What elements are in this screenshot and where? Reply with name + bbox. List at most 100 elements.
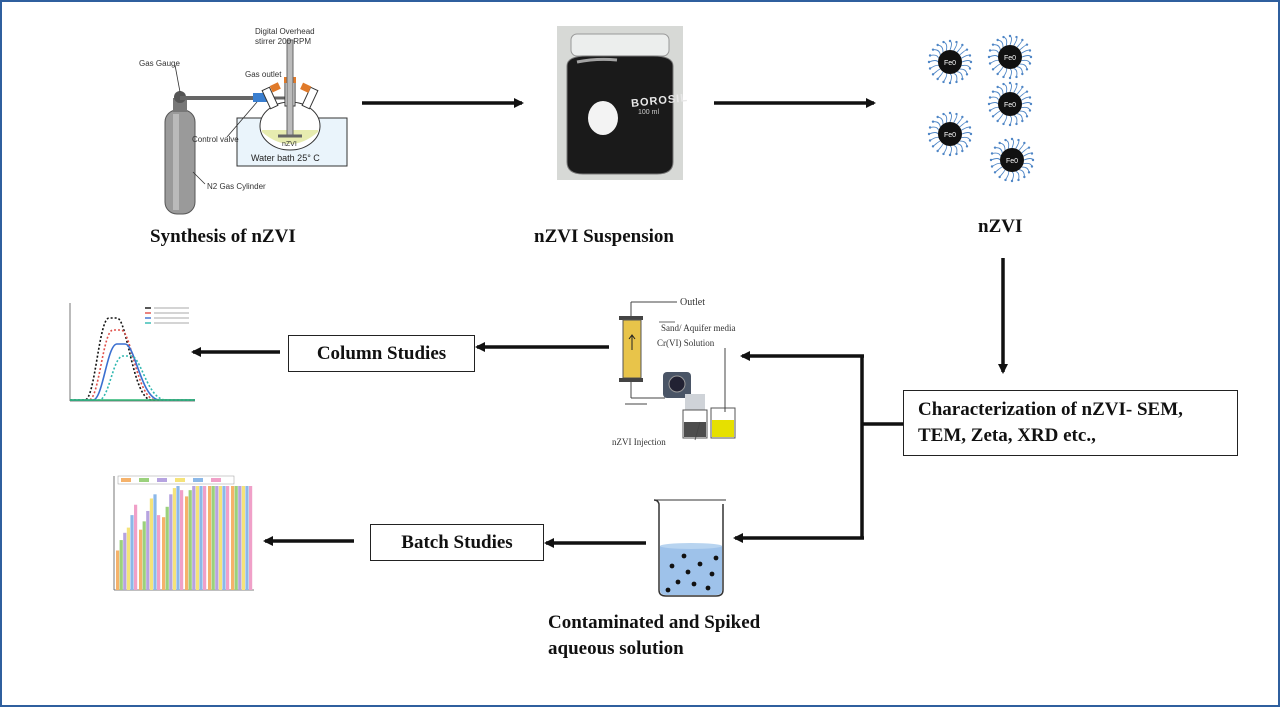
bar xyxy=(185,496,189,590)
column-studies-label: Column Studies xyxy=(316,342,447,364)
overhead-rpm-label: stirrer 200 RPM xyxy=(255,37,312,46)
column-studies-box: Column Studies xyxy=(288,335,475,372)
bar xyxy=(241,486,245,590)
contaminant-dot xyxy=(709,571,715,577)
gas-gauge-label: Gas Gauge xyxy=(139,59,180,68)
contaminant-dot xyxy=(697,561,703,567)
bar xyxy=(172,488,176,590)
nzvi-particle: Fe0 xyxy=(989,137,1035,183)
bar xyxy=(139,529,143,590)
bar xyxy=(238,486,242,590)
legend-swatch xyxy=(193,478,203,482)
control-valve xyxy=(253,93,267,102)
breakthrough-curve xyxy=(70,343,195,401)
characterization-box: Characterization of nZVI- SEM, TEM, Zeta… xyxy=(903,390,1238,456)
bar xyxy=(211,486,215,590)
bar xyxy=(165,506,169,590)
aqueous-beaker xyxy=(653,499,726,597)
breakthrough-curve xyxy=(70,355,195,401)
nzvi-particle: Fe0 xyxy=(927,111,973,157)
synthesis-labels: Gas Gauge Digital Overhead stirrer 200 R… xyxy=(135,22,375,222)
bar xyxy=(222,486,226,590)
control-valve-label: Control valve xyxy=(192,135,239,144)
synthesis-apparatus xyxy=(164,39,348,215)
particle-label: Fe0 xyxy=(944,60,956,67)
gas-outlet-label: Gas outlet xyxy=(245,70,282,79)
legend-swatch xyxy=(121,478,131,482)
bar xyxy=(199,486,203,590)
bar xyxy=(215,486,219,590)
bar xyxy=(245,486,249,590)
cylinder-label: N2 Gas Cylinder xyxy=(207,182,266,191)
bar xyxy=(192,486,196,590)
contaminant-dot xyxy=(713,555,719,561)
jar-volume: 100 ml xyxy=(638,109,660,116)
bar xyxy=(146,510,150,590)
batch-bar-chart-thumbnail xyxy=(113,475,254,591)
bar xyxy=(116,550,120,590)
water-bath-label: Water bath 25° C xyxy=(251,153,320,163)
bar xyxy=(176,486,180,590)
bar xyxy=(142,521,146,590)
aqueous-line2: aqueous solution xyxy=(548,638,684,659)
suspension-jar xyxy=(557,26,683,180)
contaminant-dot xyxy=(669,563,675,569)
particles-caption: nZVI xyxy=(978,216,1023,237)
injection-label: nZVI Injection xyxy=(612,437,666,447)
bar xyxy=(218,486,222,590)
bar xyxy=(130,515,134,590)
jar-label-patch xyxy=(588,101,618,135)
bar xyxy=(157,515,161,590)
bar xyxy=(149,498,153,590)
bar xyxy=(162,517,166,590)
batch-studies-box: Batch Studies xyxy=(370,524,544,561)
breakthrough-curves-thumbnail xyxy=(69,303,195,402)
bar xyxy=(231,486,235,590)
bar xyxy=(119,540,123,590)
bar xyxy=(226,486,230,590)
nzvi-particle: Fe0 xyxy=(987,34,1033,80)
nzvi-flask-label: nZVI xyxy=(282,141,297,148)
characterization-line2: TEM, Zeta, XRD etc., xyxy=(918,425,1096,446)
particle-label: Fe0 xyxy=(1004,55,1016,62)
bar xyxy=(134,504,138,590)
legend-swatch xyxy=(211,478,221,482)
bar xyxy=(123,532,127,590)
bar xyxy=(169,494,173,590)
bar xyxy=(234,486,238,590)
nzvi-particle: Fe0 xyxy=(927,39,973,85)
legend-swatch xyxy=(175,478,185,482)
suspension-caption: nZVI Suspension xyxy=(534,226,674,247)
solution-label: Cr(VI) Solution xyxy=(657,338,715,348)
bar xyxy=(180,490,184,590)
breakthrough-curve xyxy=(70,329,195,401)
legend-swatch xyxy=(139,478,149,482)
contaminant-dot xyxy=(675,579,681,585)
bar xyxy=(153,494,157,590)
characterization-line1: Characterization of nZVI- SEM, xyxy=(918,399,1183,420)
aqueous-line1: Contaminated and Spiked xyxy=(548,612,761,633)
bar xyxy=(208,486,212,590)
legend-swatch xyxy=(157,478,167,482)
aqueous-solution-fill xyxy=(660,546,722,595)
bar xyxy=(195,486,199,590)
nzvi-particle: Fe0 xyxy=(987,81,1033,127)
contaminant-dot xyxy=(685,569,691,575)
aqueous-caption: Contaminated and Spiked aqueous solution xyxy=(548,610,760,662)
contaminant-dot xyxy=(665,587,671,593)
bar xyxy=(203,486,207,590)
contaminant-dot xyxy=(705,585,711,591)
media-label: Sand/ Aquifer media xyxy=(661,323,736,333)
bar xyxy=(188,490,192,590)
particle-label: Fe0 xyxy=(1004,102,1016,109)
synthesis-caption: Synthesis of nZVI xyxy=(150,226,296,247)
contaminant-dot xyxy=(691,581,697,587)
contaminant-dot xyxy=(681,553,687,559)
bar xyxy=(126,527,130,590)
column-setup xyxy=(619,301,736,441)
particle-label: Fe0 xyxy=(1006,158,1018,165)
bar xyxy=(249,486,253,590)
